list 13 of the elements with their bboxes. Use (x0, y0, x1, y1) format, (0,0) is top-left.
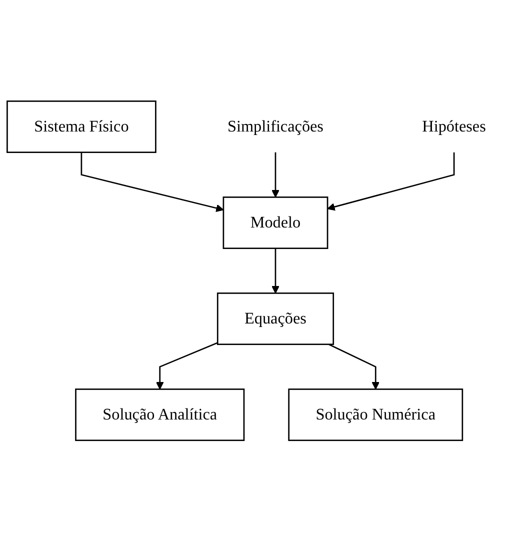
arrow (272, 248, 280, 294)
node-box: Equações (216, 292, 334, 346)
arrow (80, 152, 224, 212)
node-box: Solução Analítica (75, 388, 245, 442)
arrow (156, 342, 218, 390)
node-box: Sistema Físico (6, 100, 156, 154)
node-text: Hipóteses (422, 118, 486, 136)
node-text: Simplificações (227, 118, 324, 136)
node-box: Modelo (222, 196, 328, 250)
arrow (272, 152, 280, 198)
node-box: Solução Numérica (288, 388, 464, 442)
arrow (327, 152, 455, 211)
arrow (328, 344, 380, 390)
